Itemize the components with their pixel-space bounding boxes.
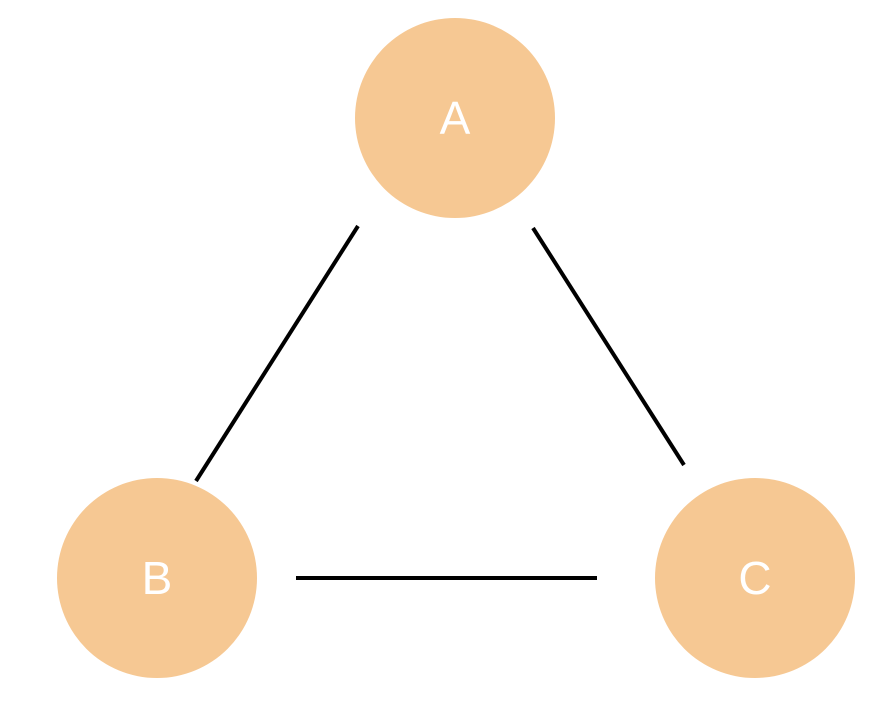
edge-A-C[interactable] (531, 226, 686, 467)
node-B[interactable]: B (57, 478, 257, 678)
edges-layer (194, 224, 686, 580)
node-label-B: B (142, 552, 173, 604)
node-label-A: A (440, 92, 471, 144)
node-A[interactable]: A (355, 18, 555, 218)
node-circle-B[interactable] (57, 478, 257, 678)
node-C[interactable]: C (655, 478, 855, 678)
nodes-layer: A B C (57, 18, 855, 678)
node-circle-A[interactable] (355, 18, 555, 218)
edge-A-B[interactable] (194, 224, 360, 483)
node-circle-C[interactable] (655, 478, 855, 678)
node-label-C: C (738, 552, 771, 604)
